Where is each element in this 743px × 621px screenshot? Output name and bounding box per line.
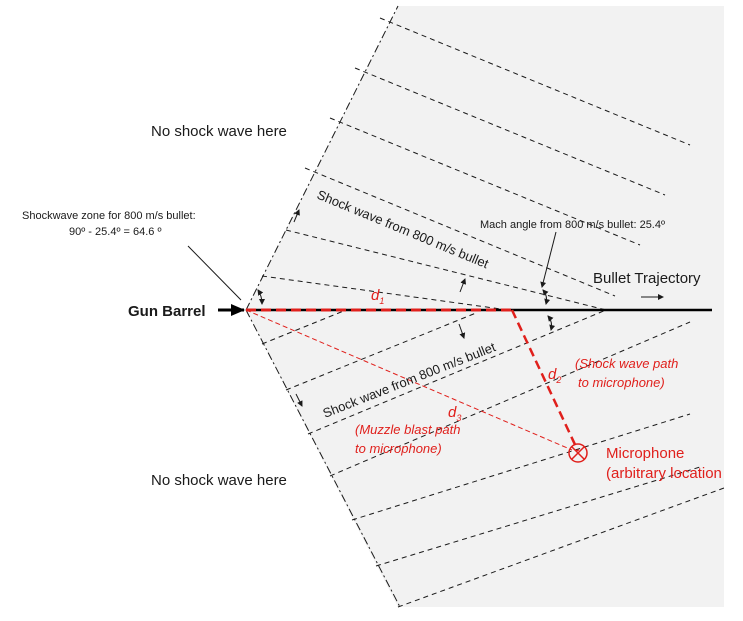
upper-boundary-line xyxy=(245,5,399,311)
d1-label: d1 xyxy=(371,287,384,306)
d2-note-line1: (Shock wave path xyxy=(575,356,678,371)
microphone-label-line1: Microphone xyxy=(606,445,684,462)
gun-barrel-label: Gun Barrel xyxy=(128,303,206,320)
microphone-label-line2: (arbitrary location xyxy=(606,465,722,482)
propagation-arrows xyxy=(293,209,467,407)
zone-label-line2: 90º - 25.4º = 64.6 º xyxy=(69,226,161,238)
zone-callout-line xyxy=(187,245,242,301)
zone-boundaries xyxy=(245,5,401,608)
arrow-icon xyxy=(458,323,466,339)
d2-path xyxy=(510,309,580,452)
mach-angle-label: Mach angle from 800 m/s bullet: 25.4º xyxy=(480,219,665,231)
d3-note-line1: (Muzzle blast path xyxy=(355,422,461,437)
no-shock-top-label: No shock wave here xyxy=(151,123,287,140)
lower-boundary-line xyxy=(245,309,401,608)
mach-callout-line xyxy=(540,231,557,288)
microphone-icon xyxy=(568,443,588,463)
bullet-trajectory-label: Bullet Trajectory xyxy=(593,270,701,287)
arrow-icon xyxy=(295,393,303,407)
lower-shock-lines xyxy=(261,309,725,608)
d2-label: d2 xyxy=(548,366,561,385)
angle-arrows xyxy=(257,289,556,331)
d3-note-line2: to microphone) xyxy=(355,441,442,456)
zone-label-line1: Shockwave zone for 800 m/s bullet: xyxy=(22,210,196,222)
upper-shock-lines xyxy=(261,17,691,311)
no-shock-bottom-label: No shock wave here xyxy=(151,472,287,489)
d2-note-line2: to microphone) xyxy=(578,375,665,390)
arrow-icon xyxy=(459,278,467,293)
d3-path xyxy=(245,309,573,451)
d3-label: d3 xyxy=(448,404,461,423)
arrow-icon xyxy=(293,209,300,223)
